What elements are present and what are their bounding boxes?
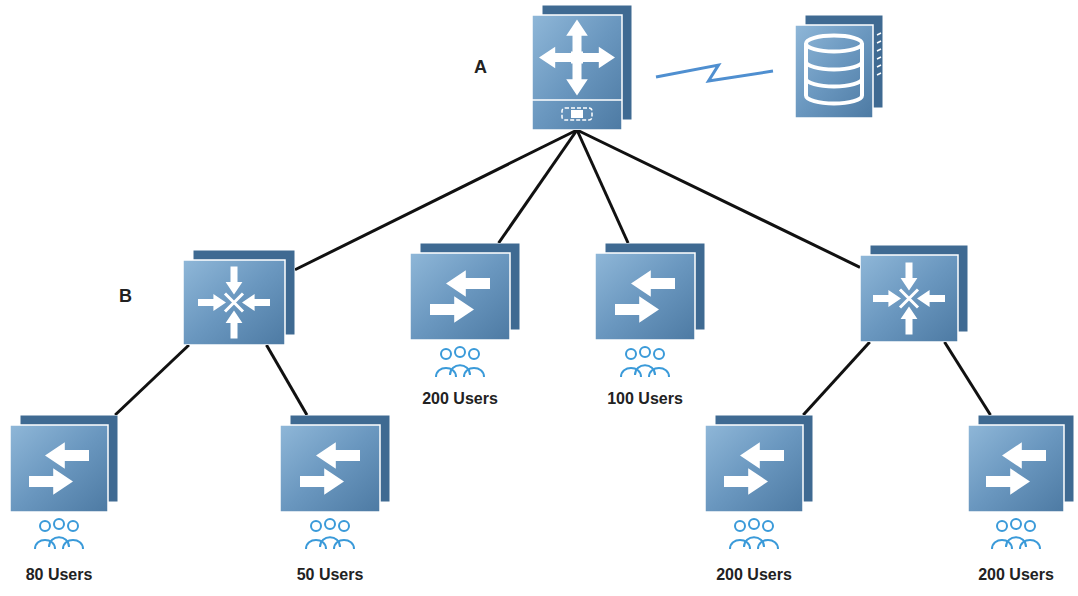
device-icon [10,415,118,512]
device-icon [705,415,813,512]
user-count: 80 Users [26,566,93,584]
device-icon [183,250,295,345]
database-server [795,15,883,118]
device-icon [968,415,1074,512]
access-switch: 80 Users [10,415,118,512]
dist-switch: B [183,250,295,345]
user-count: 200 Users [422,390,498,408]
network-link [115,345,189,415]
access-switch: 50 Users [280,415,390,512]
device-icon [595,243,705,340]
users-icon [990,517,1042,551]
user-count: 200 Users [978,566,1054,584]
access-switch: 200 Users [410,243,520,340]
network-link [266,345,306,415]
network-link [577,130,628,243]
users-icon [33,517,85,551]
users-icon [304,517,356,551]
device-label: A [474,57,487,78]
wireless-link [656,65,773,81]
device-icon [860,245,968,342]
device-icon [280,415,390,512]
network-link [499,130,577,243]
device-label: B [119,286,132,307]
users-icon [434,345,486,379]
network-link [945,342,991,415]
access-switch: 100 Users [595,243,705,340]
user-count: 200 Users [716,566,792,584]
access-switch: 200 Users [968,415,1074,512]
user-count: 50 Users [297,566,364,584]
access-switch: 200 Users [705,415,813,512]
users-icon [728,517,780,551]
device-icon [795,15,883,118]
device-icon [532,5,632,130]
network-link [803,342,870,415]
device-icon [410,243,520,340]
core-switch: A [532,5,632,130]
users-icon [619,345,671,379]
dist-switch [860,245,968,342]
user-count: 100 Users [607,390,683,408]
